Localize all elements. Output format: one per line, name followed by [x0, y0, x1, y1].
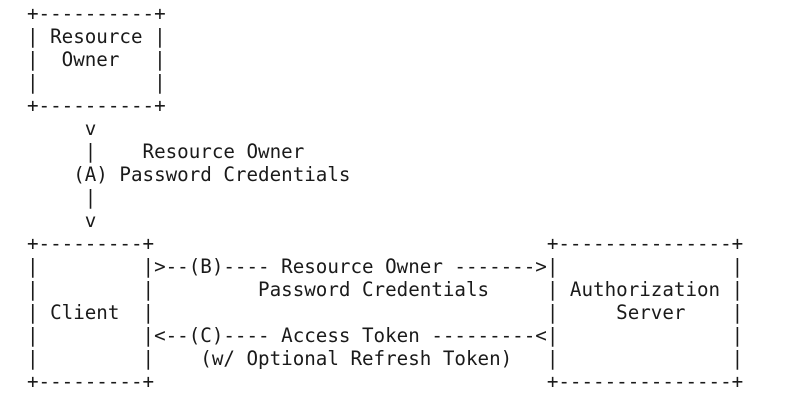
resource-owner-box-bottom: +----------+ [27, 94, 166, 117]
resource-owner-box-empty: | | [27, 71, 166, 94]
flow-b-label: | | Password Credentials | Authorization… [27, 278, 744, 301]
flow-a-line: | [27, 186, 97, 209]
flow-c-label: | | (w/ Optional Refresh Token) | | [27, 347, 744, 370]
flow-a-arrow-tail: v [27, 209, 97, 232]
client-and-server-box-top: +---------+ +---------------+ [27, 232, 744, 255]
resource-owner-box-label-2: | Owner | [27, 48, 166, 71]
client-and-server-labels: | Client | | Server | [27, 301, 744, 324]
flow-b-arrow: | |>--(B)---- Resource Owner ------->| | [27, 255, 744, 278]
flow-a-arrow-head: v [27, 117, 97, 140]
resource-owner-box-label-1: | Resource | [27, 25, 166, 48]
client-and-server-box-bottom: +---------+ +---------------+ [27, 370, 744, 393]
ascii-flow-diagram: +----------+| Resource || Owner || |+---… [27, 2, 743, 393]
flow-c-arrow: | |<--(C)---- Access Token ---------<| | [27, 324, 744, 347]
flow-a-label-2: (A) Password Credentials [27, 163, 351, 186]
flow-a-label-1: | Resource Owner [27, 140, 305, 163]
resource-owner-box-top: +----------+ [27, 2, 166, 25]
